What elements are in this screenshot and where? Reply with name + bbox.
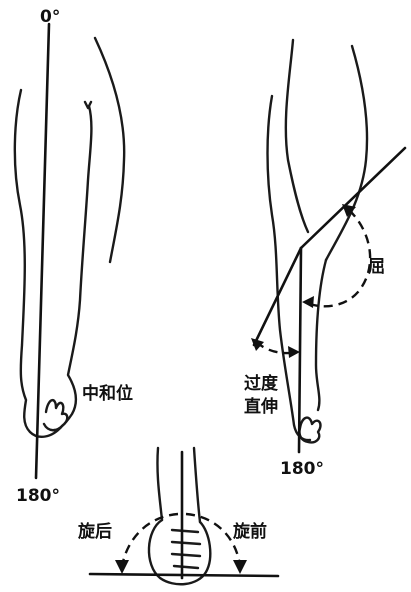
left-hand-fingers bbox=[44, 400, 67, 430]
pronation-label: 旋前 bbox=[232, 521, 267, 542]
right-hand-fingers bbox=[299, 418, 320, 443]
right-forearm-outline-top bbox=[326, 46, 367, 260]
flexion-arrowhead-bottom bbox=[302, 296, 314, 308]
right-bottom-angle-label: 180° bbox=[280, 459, 324, 479]
right-flexed-forearm-axis bbox=[301, 148, 405, 248]
flexion-arc bbox=[305, 210, 370, 306]
rotation-forearm-right-edge bbox=[194, 448, 200, 522]
rotation-arrowhead-right bbox=[233, 560, 247, 574]
right-arm-figure: 屈 过度 直伸 180° bbox=[244, 40, 405, 479]
rotation-forearm-left-edge bbox=[157, 448, 162, 520]
rotation-fist-fingers bbox=[172, 530, 200, 568]
rotation-arrowhead-left bbox=[115, 560, 129, 574]
rotation-arc-right bbox=[186, 514, 240, 566]
rotation-baseline bbox=[90, 574, 278, 576]
left-arm-outline-right bbox=[95, 38, 124, 262]
right-forearm-outline-bottom bbox=[316, 260, 326, 410]
neutral-position-label: 中和位 bbox=[82, 383, 133, 404]
left-bottom-angle-label: 180° bbox=[16, 486, 60, 506]
flexion-label: 屈 bbox=[368, 257, 385, 277]
supination-label: 旋后 bbox=[77, 521, 112, 542]
left-top-angle-label: 0° bbox=[40, 7, 60, 27]
left-arm-inner-contour bbox=[54, 106, 91, 430]
hyperextension-label-line2: 直伸 bbox=[244, 396, 278, 417]
hyperextension-arrowhead-right bbox=[288, 346, 300, 358]
rotation-figure: 旋后 旋前 bbox=[77, 448, 278, 584]
right-arm-outline-front bbox=[286, 40, 308, 232]
left-arm-figure: 0° 180° 中和位 bbox=[15, 7, 133, 506]
hyperextension-label-line1: 过度 bbox=[244, 373, 279, 394]
